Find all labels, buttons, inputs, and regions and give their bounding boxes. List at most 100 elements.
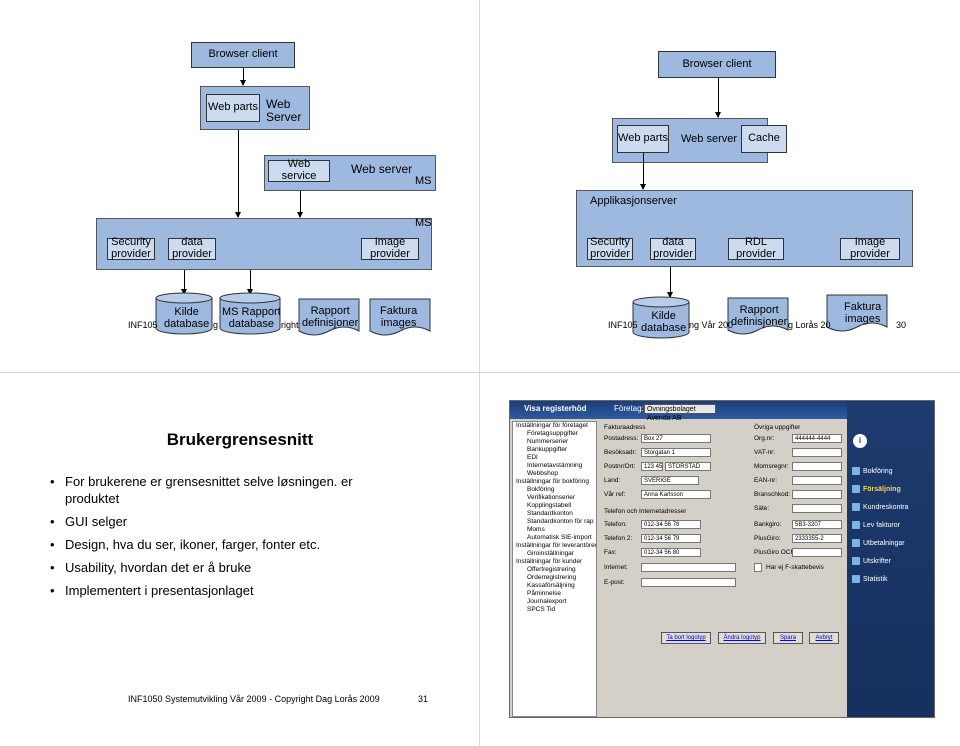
security-provider-box-right: Security provider — [587, 237, 633, 260]
tree-item[interactable]: EDI — [527, 454, 538, 461]
tree-item[interactable]: Internetavstämning — [527, 462, 583, 469]
tel-header: Telefon och Internetadresser — [604, 508, 687, 515]
fskatt-label: Har ej F-skattebevis — [766, 564, 824, 571]
orgnr-field[interactable]: 444444-4444 — [792, 434, 842, 443]
web-parts-box-right: Web parts — [617, 125, 669, 153]
telefon2-field[interactable]: 012-34 56 79 — [641, 534, 701, 543]
tree-item[interactable]: Bankuppgifter — [527, 446, 568, 453]
tree-item[interactable]: SPCS Tid — [527, 606, 556, 613]
kilde-database-cylinder-left — [155, 292, 213, 335]
varref-field[interactable]: Anna Karlsson — [641, 490, 711, 499]
page-number-31: 31 — [418, 694, 429, 704]
ean-field[interactable] — [792, 476, 842, 485]
sidebar-module-item[interactable]: Utbetalningar — [852, 539, 905, 547]
orgnr-label: Org.nr: — [754, 435, 775, 442]
security-provider-box-left: Security provider — [107, 237, 155, 260]
sidebar-module-label: Bokföring — [863, 467, 893, 475]
web-server-label-right: Web server — [681, 133, 738, 145]
tree-item[interactable]: Moms — [527, 526, 545, 533]
bankgiro-field[interactable]: 5B3-3207 — [792, 520, 842, 529]
sidebar-module-label: Utskrifter — [863, 557, 891, 565]
sidebar-module-item[interactable]: Statistik — [852, 575, 888, 583]
image-provider-box-right: Image provider — [840, 237, 900, 260]
besoksadr-field[interactable]: Storgatan 1 — [641, 448, 711, 457]
cancel-button[interactable]: Avbryt — [809, 632, 839, 644]
faktura-images-doc-left — [369, 298, 431, 336]
sidebar-module-item[interactable]: Utskrifter — [852, 557, 891, 565]
internet-field[interactable] — [641, 563, 736, 572]
plusgiro-field[interactable]: 2333355-2 — [792, 534, 842, 543]
tree-item[interactable]: Standardkonton för rap — [527, 518, 594, 525]
module-icon — [852, 575, 860, 583]
tree-item[interactable]: Automatisk SIE-import — [527, 534, 592, 541]
sidebar-module-item[interactable]: Försäljning — [852, 485, 901, 493]
data-provider-box-left: data provider — [168, 237, 216, 260]
web-service-box: Web service — [268, 159, 330, 182]
momsreg-label: Momsregnr: — [754, 463, 789, 470]
land-select[interactable]: SVERIGE — [641, 476, 699, 485]
tree-item[interactable]: Företagsuppgifter — [527, 430, 578, 437]
tree-item[interactable]: Kopplingstabell — [527, 502, 572, 509]
footer-fragment-left-2: g — [213, 320, 219, 330]
bullet-item: Usability, hvordan det er å bruke — [50, 559, 410, 576]
module-icon — [852, 503, 860, 511]
window-titlebar: Visa registerhöd Företag: Övningsbolaget… — [510, 401, 934, 422]
tree-item[interactable]: Verifikationserier — [527, 494, 576, 501]
module-icon — [852, 485, 860, 493]
tree-item[interactable]: Standardkonton — [527, 510, 573, 517]
company-field[interactable]: Övningsbolaget Avenda AB — [644, 404, 716, 422]
kilde-database-cylinder-right — [632, 296, 690, 339]
postnr-field[interactable]: 123 45 — [641, 462, 663, 471]
tree-item[interactable]: Inställningar för leverantörer — [516, 542, 597, 549]
app-logo-icon: i — [853, 434, 867, 448]
internet-label: Internet: — [604, 564, 628, 571]
tree-item[interactable]: Webbshop — [527, 470, 558, 477]
browser-client-box-right: Browser client — [658, 51, 776, 78]
rapport-definisjoner-doc-right — [727, 297, 789, 335]
tree-item[interactable]: Kassaförsäljning — [527, 582, 575, 589]
tree-item[interactable]: Påminnelse — [527, 590, 561, 597]
sate-field[interactable] — [792, 504, 842, 513]
tree-item[interactable]: Inställningar för bokföring — [516, 478, 589, 485]
sidebar-module-item[interactable]: Kundreskontra — [852, 503, 909, 511]
bullet-item: Implementert i presentasjonlaget — [50, 582, 410, 599]
ovriga-header: Övriga uppgifter — [754, 424, 801, 431]
momsreg-field[interactable] — [792, 462, 842, 471]
faktura-images-label-left: Faktura images — [380, 305, 418, 329]
footer-fragment-right-2: ng Vår 200 — [689, 320, 734, 330]
ean-label: EAN-nr: — [754, 477, 778, 484]
telefon-label: Telefon: — [604, 521, 627, 528]
change-logo-button[interactable]: Ändra logotyp — [718, 632, 766, 644]
fskatt-checkbox[interactable] — [754, 563, 762, 572]
telefon-field[interactable]: 012-34 56 78 — [641, 520, 701, 529]
save-button[interactable]: Spara — [773, 632, 803, 644]
epost-field[interactable] — [641, 578, 736, 587]
bullet-item: For brukerene er grensesnittet selve løs… — [50, 473, 410, 507]
vatnr-field[interactable] — [792, 448, 842, 457]
ort-field[interactable]: STORSTAD — [665, 462, 711, 471]
tree-item[interactable]: Orderregistrering — [527, 574, 577, 581]
tree-item[interactable]: Inställningar för företaget — [516, 422, 588, 429]
tree-item[interactable]: Nummerserier — [527, 438, 569, 445]
tree-item[interactable]: Bokföring — [527, 486, 555, 493]
fax-label: Fax: — [604, 549, 617, 556]
arrow-app-to-msrapport — [247, 270, 253, 295]
arrow-webparts-to-appserver — [640, 153, 646, 190]
tree-item[interactable]: Inställningar för kunder — [516, 558, 583, 565]
sidebar-module-item[interactable]: Lev fakturor — [852, 521, 900, 529]
tree-item[interactable]: Journalexport — [527, 598, 567, 605]
kilde-database-label-left: Kilde database — [164, 306, 210, 330]
sidebar-module-item[interactable]: Bokföring — [852, 467, 893, 475]
image-provider-box-left: Image provider — [361, 237, 419, 260]
slide-architecture-generic: Browser client Web parts Web server Cach… — [480, 0, 960, 373]
remove-logo-button[interactable]: Ta bort logotyp — [661, 632, 711, 644]
tree-item[interactable]: Offertregistrering — [527, 566, 576, 573]
plusgiroocr-field[interactable] — [792, 548, 842, 557]
company-label: Företag: — [614, 404, 644, 413]
fax-field[interactable]: 012-34 56 80 — [641, 548, 701, 557]
bransch-field[interactable] — [792, 490, 842, 499]
tree-item[interactable]: Giroinställningar — [527, 550, 574, 557]
sate-label: Säte: — [754, 505, 770, 512]
postadress-field[interactable]: Box 27 — [641, 434, 711, 443]
